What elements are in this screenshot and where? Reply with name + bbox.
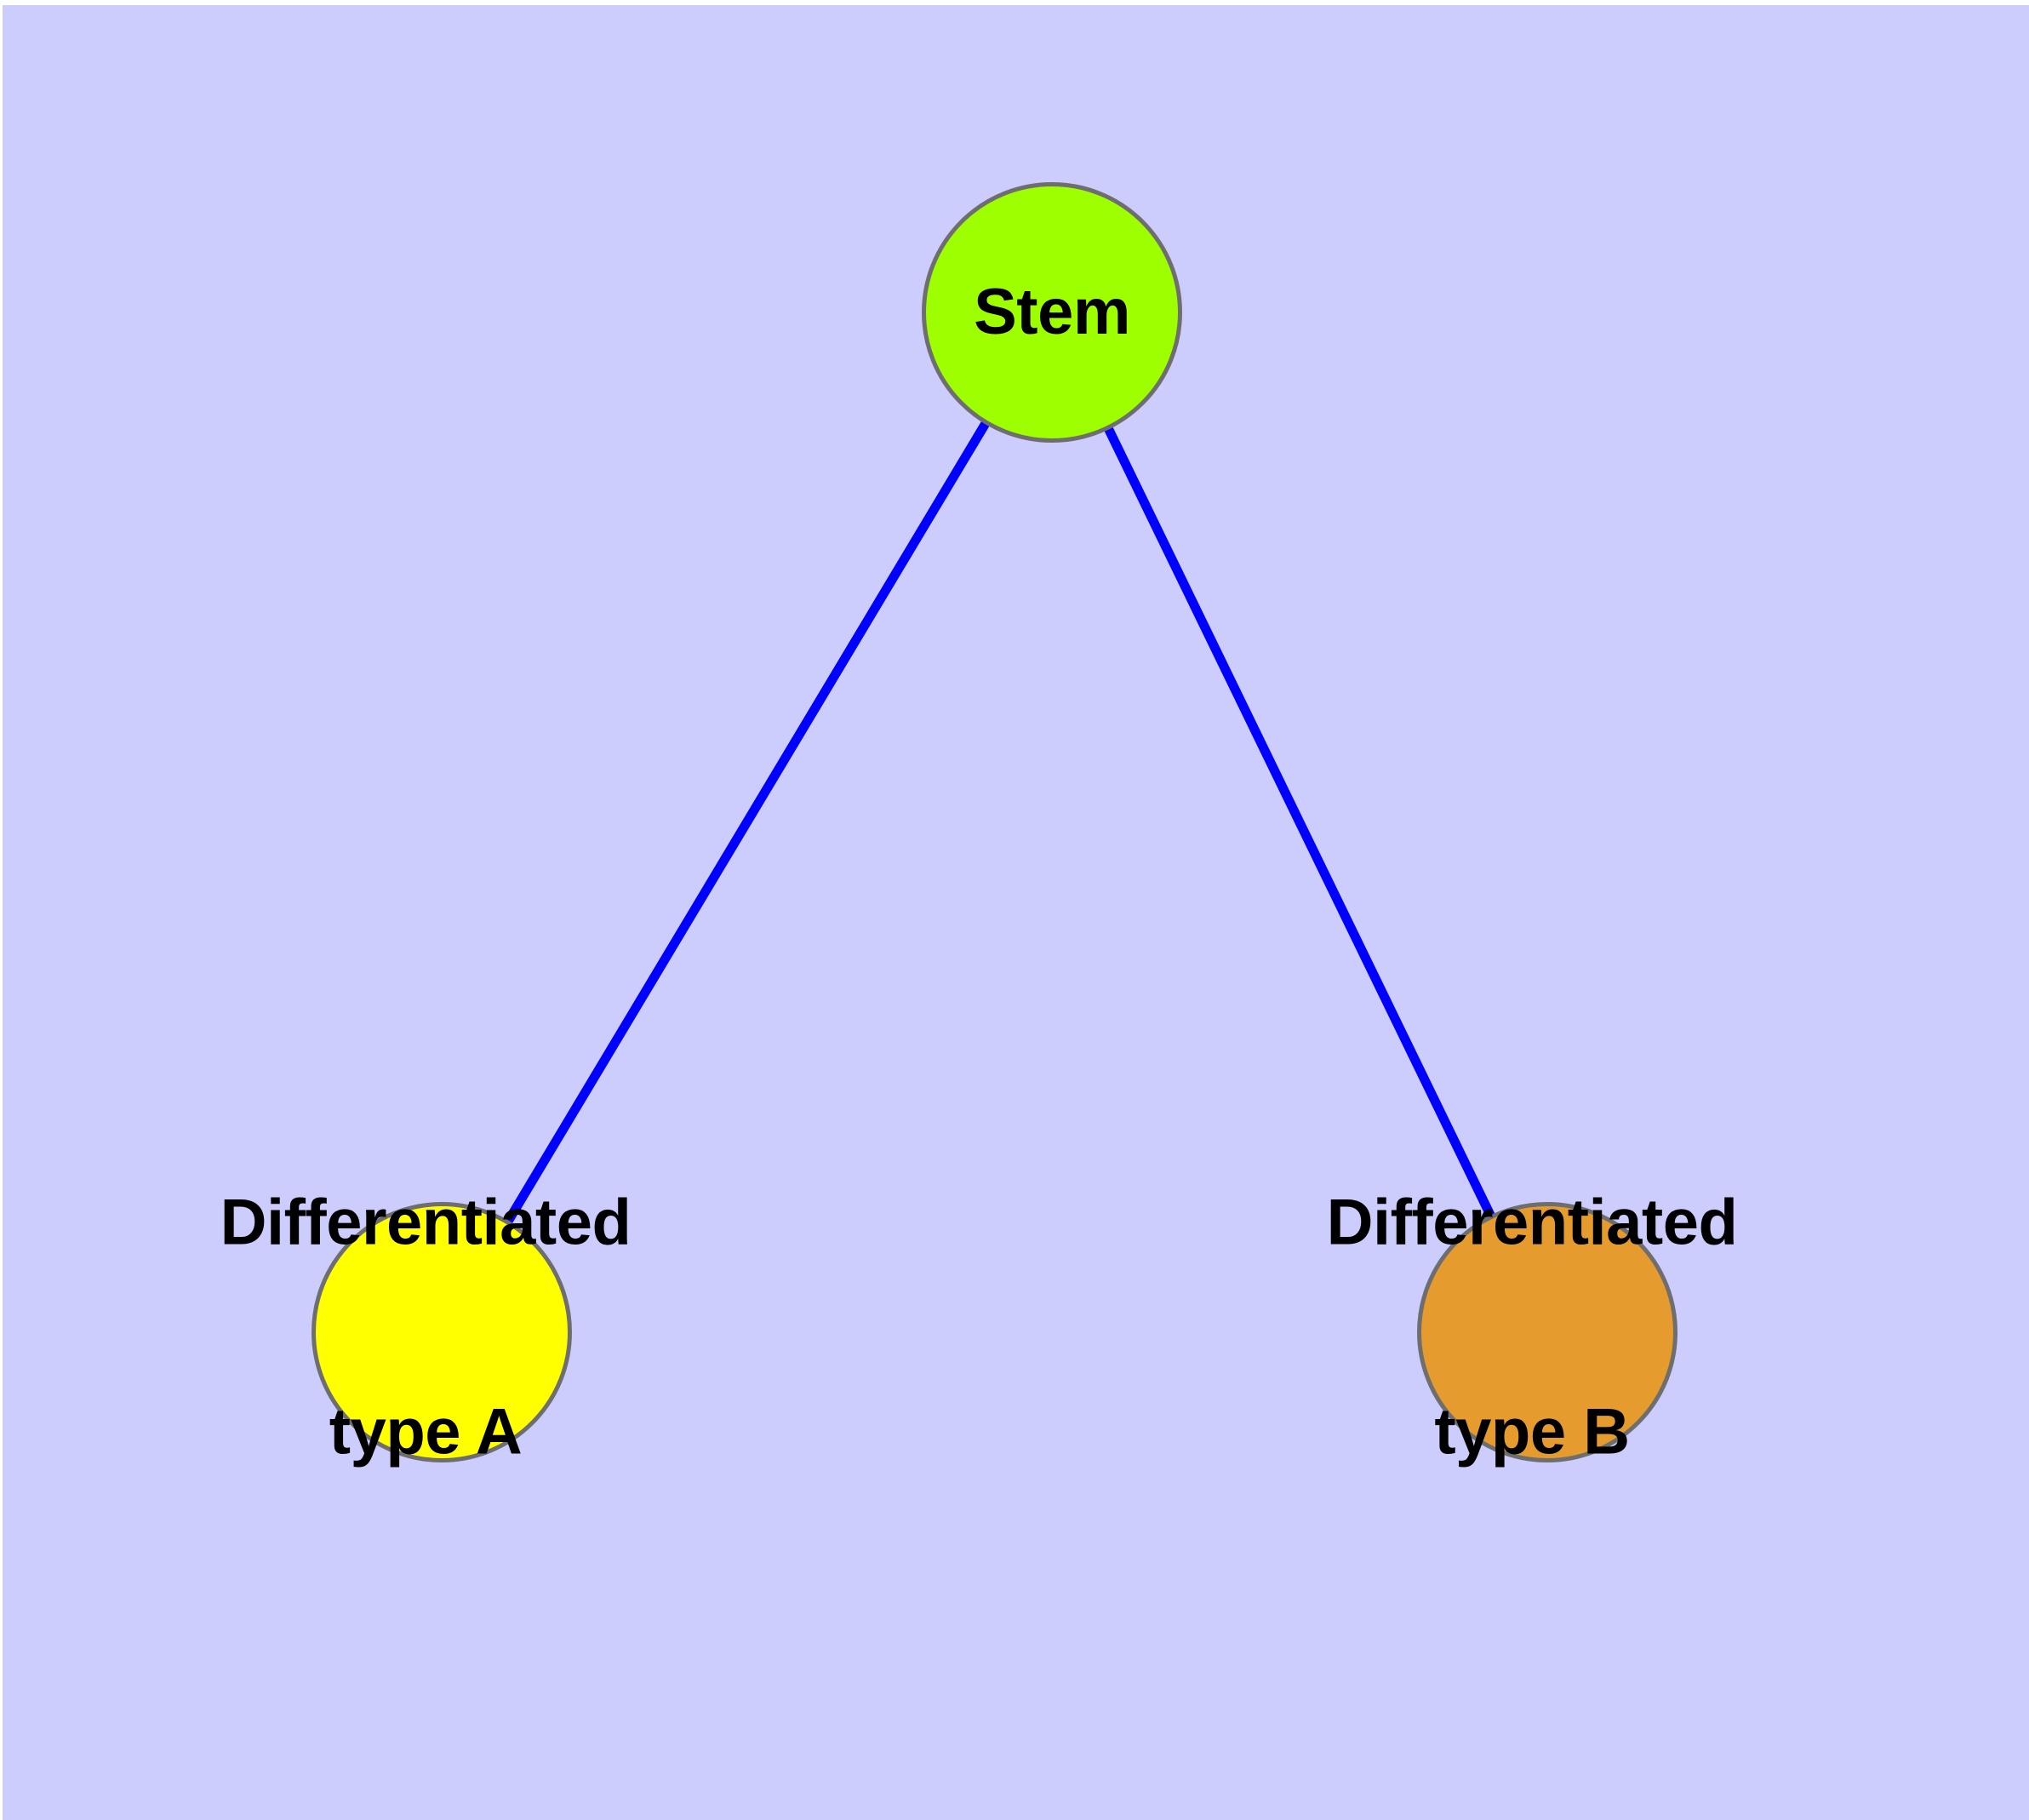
- node-layer: [311, 182, 1677, 1462]
- node-differentiated-type-a[interactable]: [311, 1202, 572, 1462]
- edge-layer: [437, 310, 1552, 1335]
- edge-stem-to-differentiated-type-b[interactable]: [1048, 310, 1552, 1335]
- edge-stem-to-differentiated-type-a[interactable]: [437, 310, 1056, 1335]
- node-stem[interactable]: [922, 182, 1182, 443]
- node-differentiated-type-b[interactable]: [1417, 1202, 1677, 1462]
